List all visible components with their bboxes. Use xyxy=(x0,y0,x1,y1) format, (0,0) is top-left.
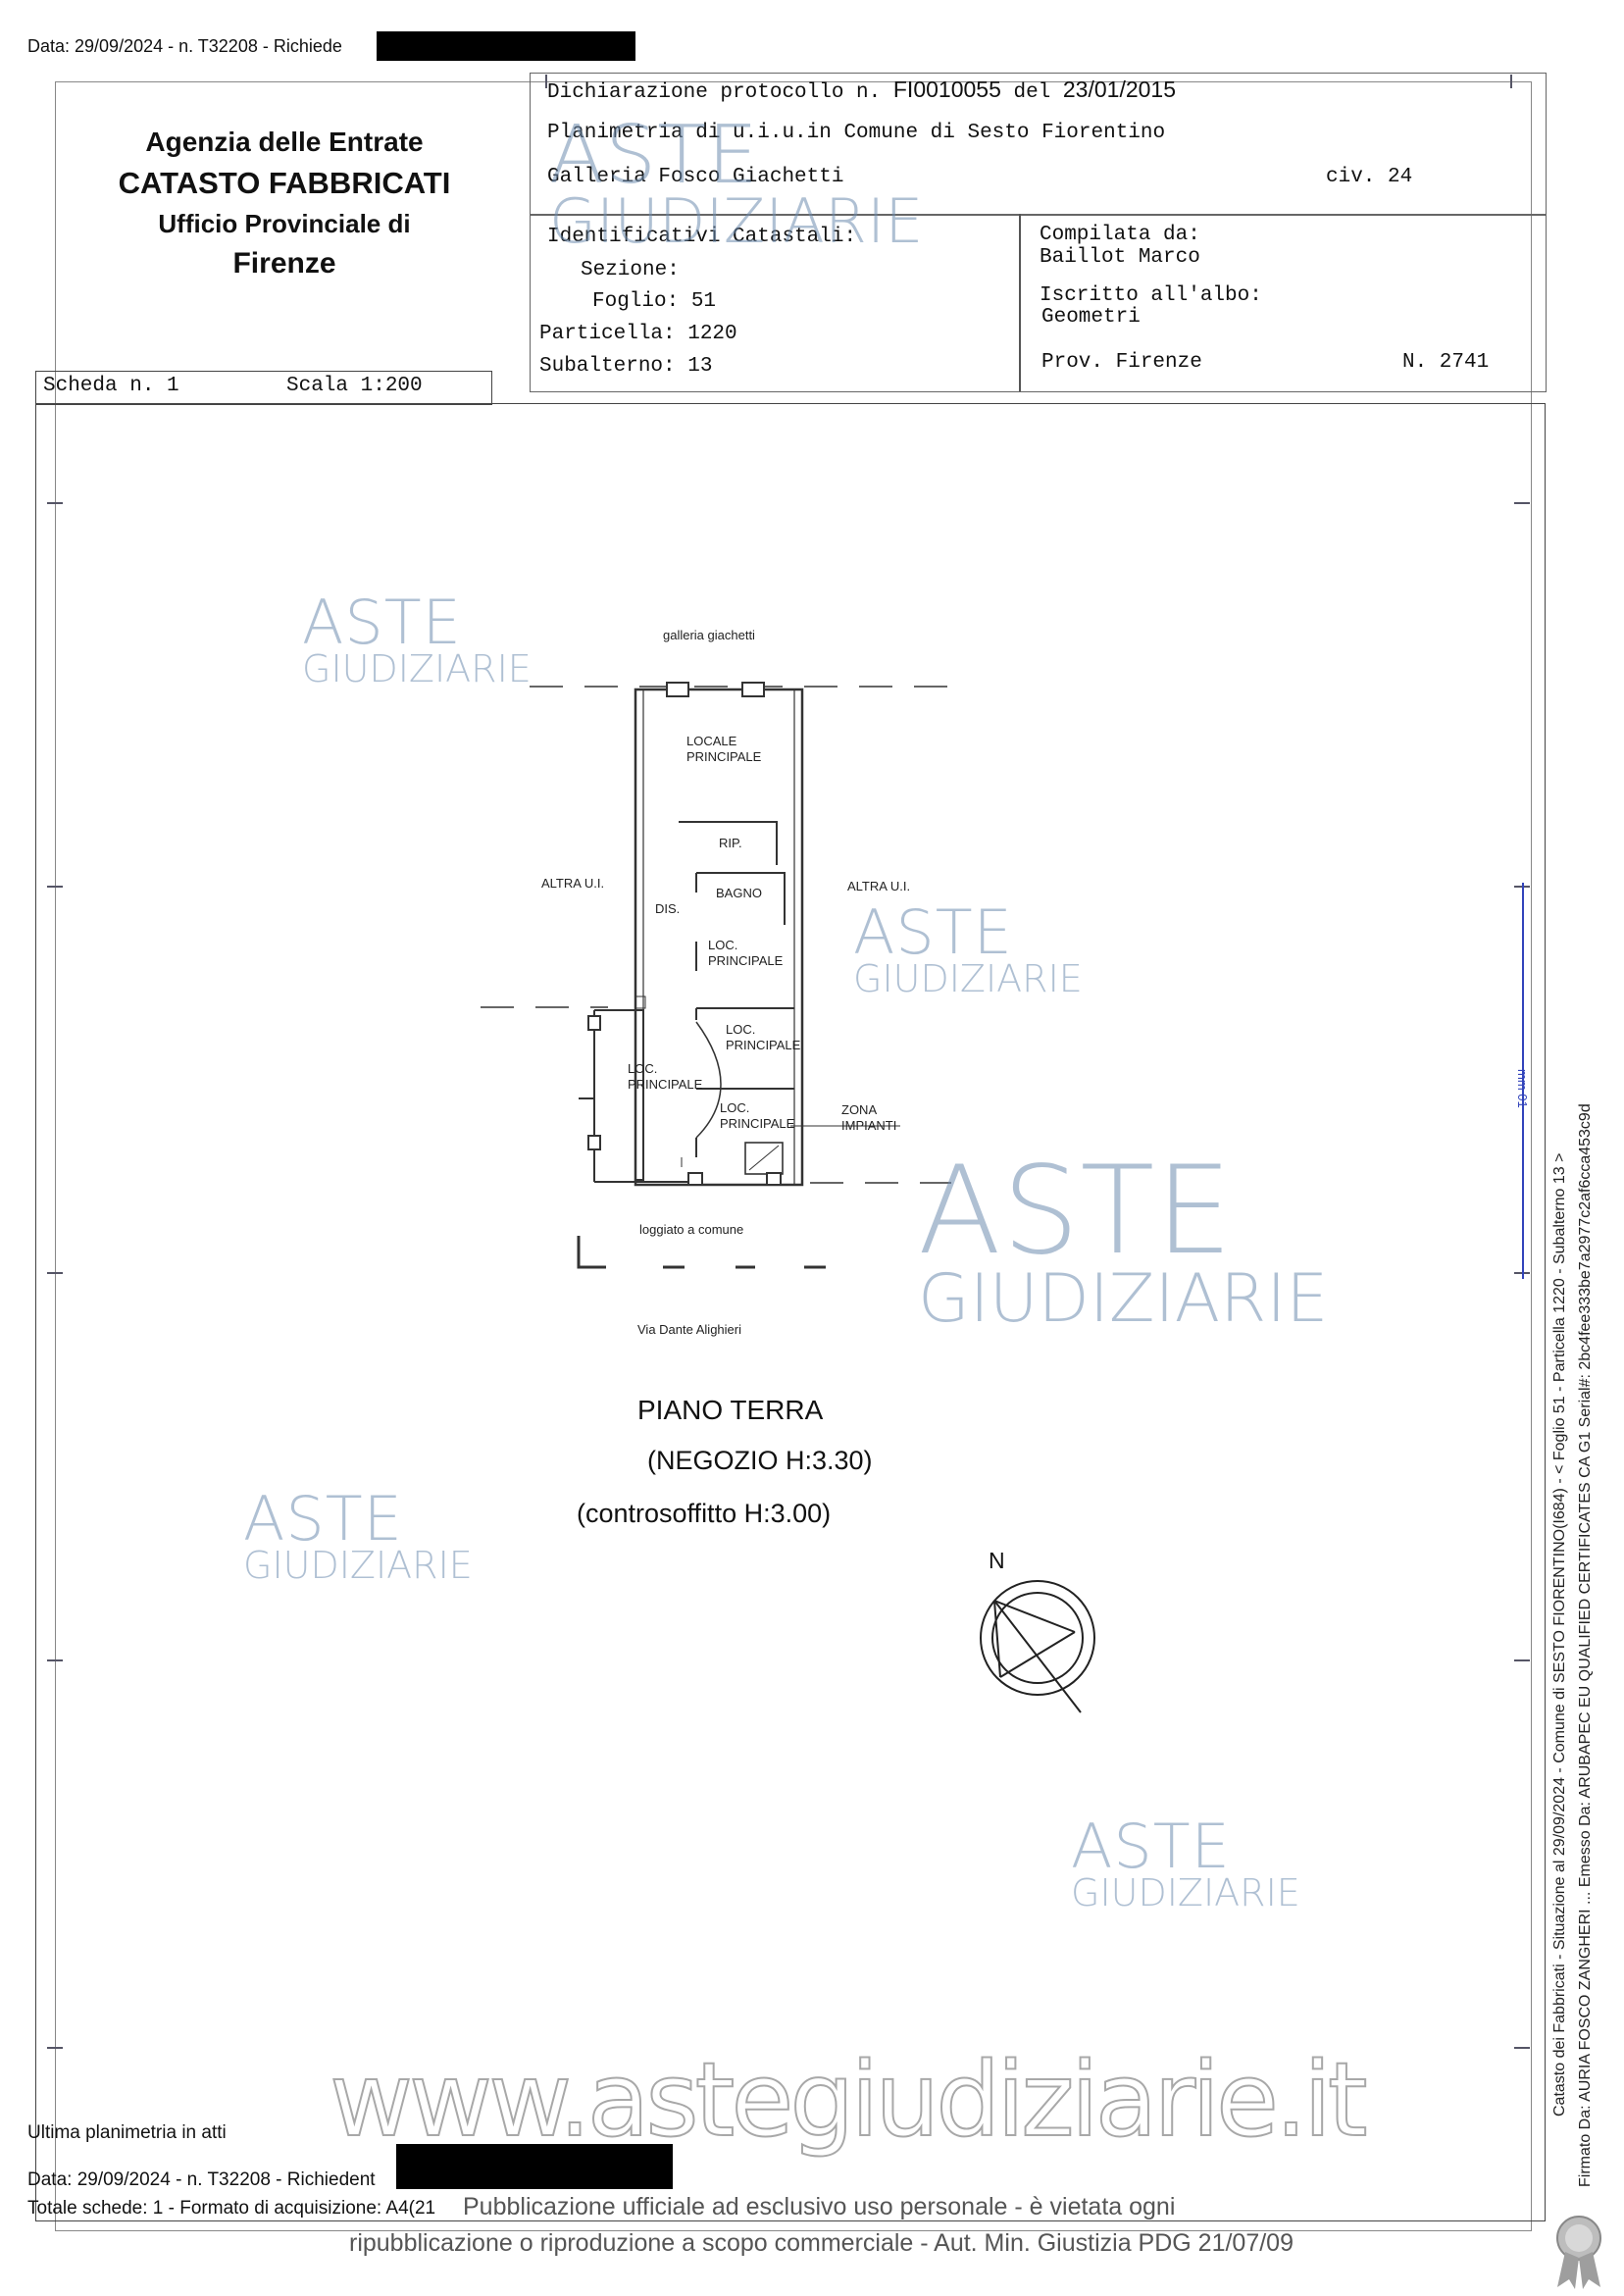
particella: Particella: 1220 xyxy=(539,323,737,345)
room-loc-principale-1: LOC. PRINCIPALE xyxy=(708,938,784,968)
register-number: N. 2741 xyxy=(1402,351,1490,374)
altra-ui-left: ALTRA U.I. xyxy=(541,876,605,891)
room-dis: DIS. xyxy=(655,901,681,916)
footer-last-plan: Ultima planimetria in atti xyxy=(27,2122,227,2143)
room-loc-principale-2: LOC. PRINCIPALE xyxy=(726,1022,801,1052)
room-bagno: BAGNO xyxy=(716,886,762,900)
blue-stamp-text: mm 01 xyxy=(1515,1069,1530,1108)
sezione: Sezione: xyxy=(581,259,680,281)
room-loc-principale-4: LOC. PRINCIPALE xyxy=(720,1100,795,1131)
watermark-site: www.astegiudiziarie.it xyxy=(329,2039,1369,2161)
tick-left-2 xyxy=(47,886,63,888)
watermark-6: ASTE GIUDIZIARIE xyxy=(1071,1811,1300,1914)
blue-stamp-line xyxy=(1522,883,1524,1279)
redaction-bar-footer xyxy=(396,2144,673,2189)
watermark-2: ASTE GIUDIZIARIE xyxy=(549,109,924,257)
subalterno: Subalterno: 13 xyxy=(539,355,713,378)
footer-request-line: Data: 29/09/2024 - n. T32208 - Richieden… xyxy=(27,2169,376,2190)
tick-top-1 xyxy=(545,75,547,88)
watermark-3: ASTE GIUDIZIARIE xyxy=(853,896,1083,1000)
watermark-1: ASTE GIUDIZIARIE xyxy=(302,587,532,690)
scale: Scala 1:200 xyxy=(286,375,423,397)
footer-publication-1: Pubblicazione ufficiale ad esclusivo uso… xyxy=(463,2193,1176,2220)
loggiato-label: loggiato a comune xyxy=(639,1222,744,1237)
date-prefix: del xyxy=(1013,81,1051,104)
scheda-number: Scheda n. 1 xyxy=(43,375,179,397)
ceiling-height: (controsoffitto H:3.00) xyxy=(577,1499,832,1528)
via-label: Via Dante Alighieri xyxy=(637,1322,741,1337)
albo-value: Geometri xyxy=(1041,306,1141,329)
floor-height: (NEGOZIO H:3.30) xyxy=(647,1446,873,1475)
province: Prov. Firenze xyxy=(1041,351,1202,374)
floor-title: PIANO TERRA xyxy=(637,1395,824,1425)
side-cadastre-text: Catasto dei Fabbricati - Situazione al 2… xyxy=(1551,1152,1568,2117)
tick-left-3 xyxy=(47,1272,63,1274)
compiler-name: Baillot Marco xyxy=(1040,246,1200,269)
protocol-date: 23/01/2015 xyxy=(1062,77,1177,102)
tick-right-4 xyxy=(1514,1659,1530,1661)
scheda-box xyxy=(35,371,492,405)
ufficio-provinciale: Ufficio Provinciale di xyxy=(158,209,411,238)
catasto-fabbricati: CATASTO FABBRICATI xyxy=(118,166,451,200)
protocol-number: FI0010055 xyxy=(892,77,1001,102)
room-locale-principale: LOCALE PRINCIPALE xyxy=(686,734,762,764)
agency-name: Agenzia delle Entrate xyxy=(145,127,424,157)
tick-right-5 xyxy=(1514,2047,1530,2049)
street-top-label: galleria giachetti xyxy=(663,628,755,642)
footer-publication-2: ripubblicazione o riproduzione a scopo c… xyxy=(349,2229,1294,2257)
tick-left-4 xyxy=(47,1659,63,1661)
protocol-line: Dichiarazione protocollo n. FI0010055 de… xyxy=(547,77,1176,104)
protocol-prefix: Dichiarazione protocollo n. xyxy=(547,81,882,104)
side-signature-text: Firmato Da: AURIA FOSCO ZANGHERI ... Eme… xyxy=(1577,1103,1594,2187)
north-label: N xyxy=(989,1548,1005,1573)
identifiers-divider xyxy=(1019,214,1021,391)
street-address: Galleria Fosco Giachetti xyxy=(547,166,844,188)
tick-left-5 xyxy=(47,2047,63,2049)
identifiers-box xyxy=(530,214,1547,392)
redaction-bar-top xyxy=(377,31,635,61)
foglio: Foglio: 51 xyxy=(592,290,717,313)
altra-ui-right: ALTRA U.I. xyxy=(847,879,911,893)
agency-block: Agenzia delle Entrate CATASTO FABBRICATI… xyxy=(59,123,510,285)
ufficio-city: Firenze xyxy=(232,247,336,280)
watermark-5: ASTE GIUDIZIARIE xyxy=(243,1483,473,1587)
outer-frame xyxy=(55,81,1532,2231)
watermark-4: ASTE GIUDIZIARIE xyxy=(918,1141,1329,1338)
albo-label: Iscritto all'albo: xyxy=(1040,284,1262,307)
tick-top-2 xyxy=(1510,75,1512,88)
tick-right-1 xyxy=(1514,502,1530,504)
identifiers-title: Identificativi Catastali: xyxy=(547,226,857,248)
drawing-frame xyxy=(35,403,1546,2221)
seal-icon xyxy=(1556,2216,1601,2289)
top-request-line: Data: 29/09/2024 - n. T32208 - Richiede xyxy=(27,36,342,56)
civic-number: civ. 24 xyxy=(1326,166,1413,188)
room-zona-impianti: ZONA IMPIANTI xyxy=(841,1102,897,1133)
north-compass xyxy=(980,1580,1095,1713)
room-rip: RIP. xyxy=(719,836,742,850)
declaration-box xyxy=(530,73,1547,216)
floor-plan xyxy=(481,682,961,1269)
room-loc-principale-3: LOC. PRINCIPALE xyxy=(628,1061,703,1092)
planimetry-line: Planimetria di u.i.u.in Comune di Sesto … xyxy=(547,122,1166,144)
compiled-by-label: Compilata da: xyxy=(1040,224,1200,246)
footer-total: Totale schede: 1 - Formato di acquisizio… xyxy=(27,2198,436,2219)
tick-left-1 xyxy=(47,502,63,504)
